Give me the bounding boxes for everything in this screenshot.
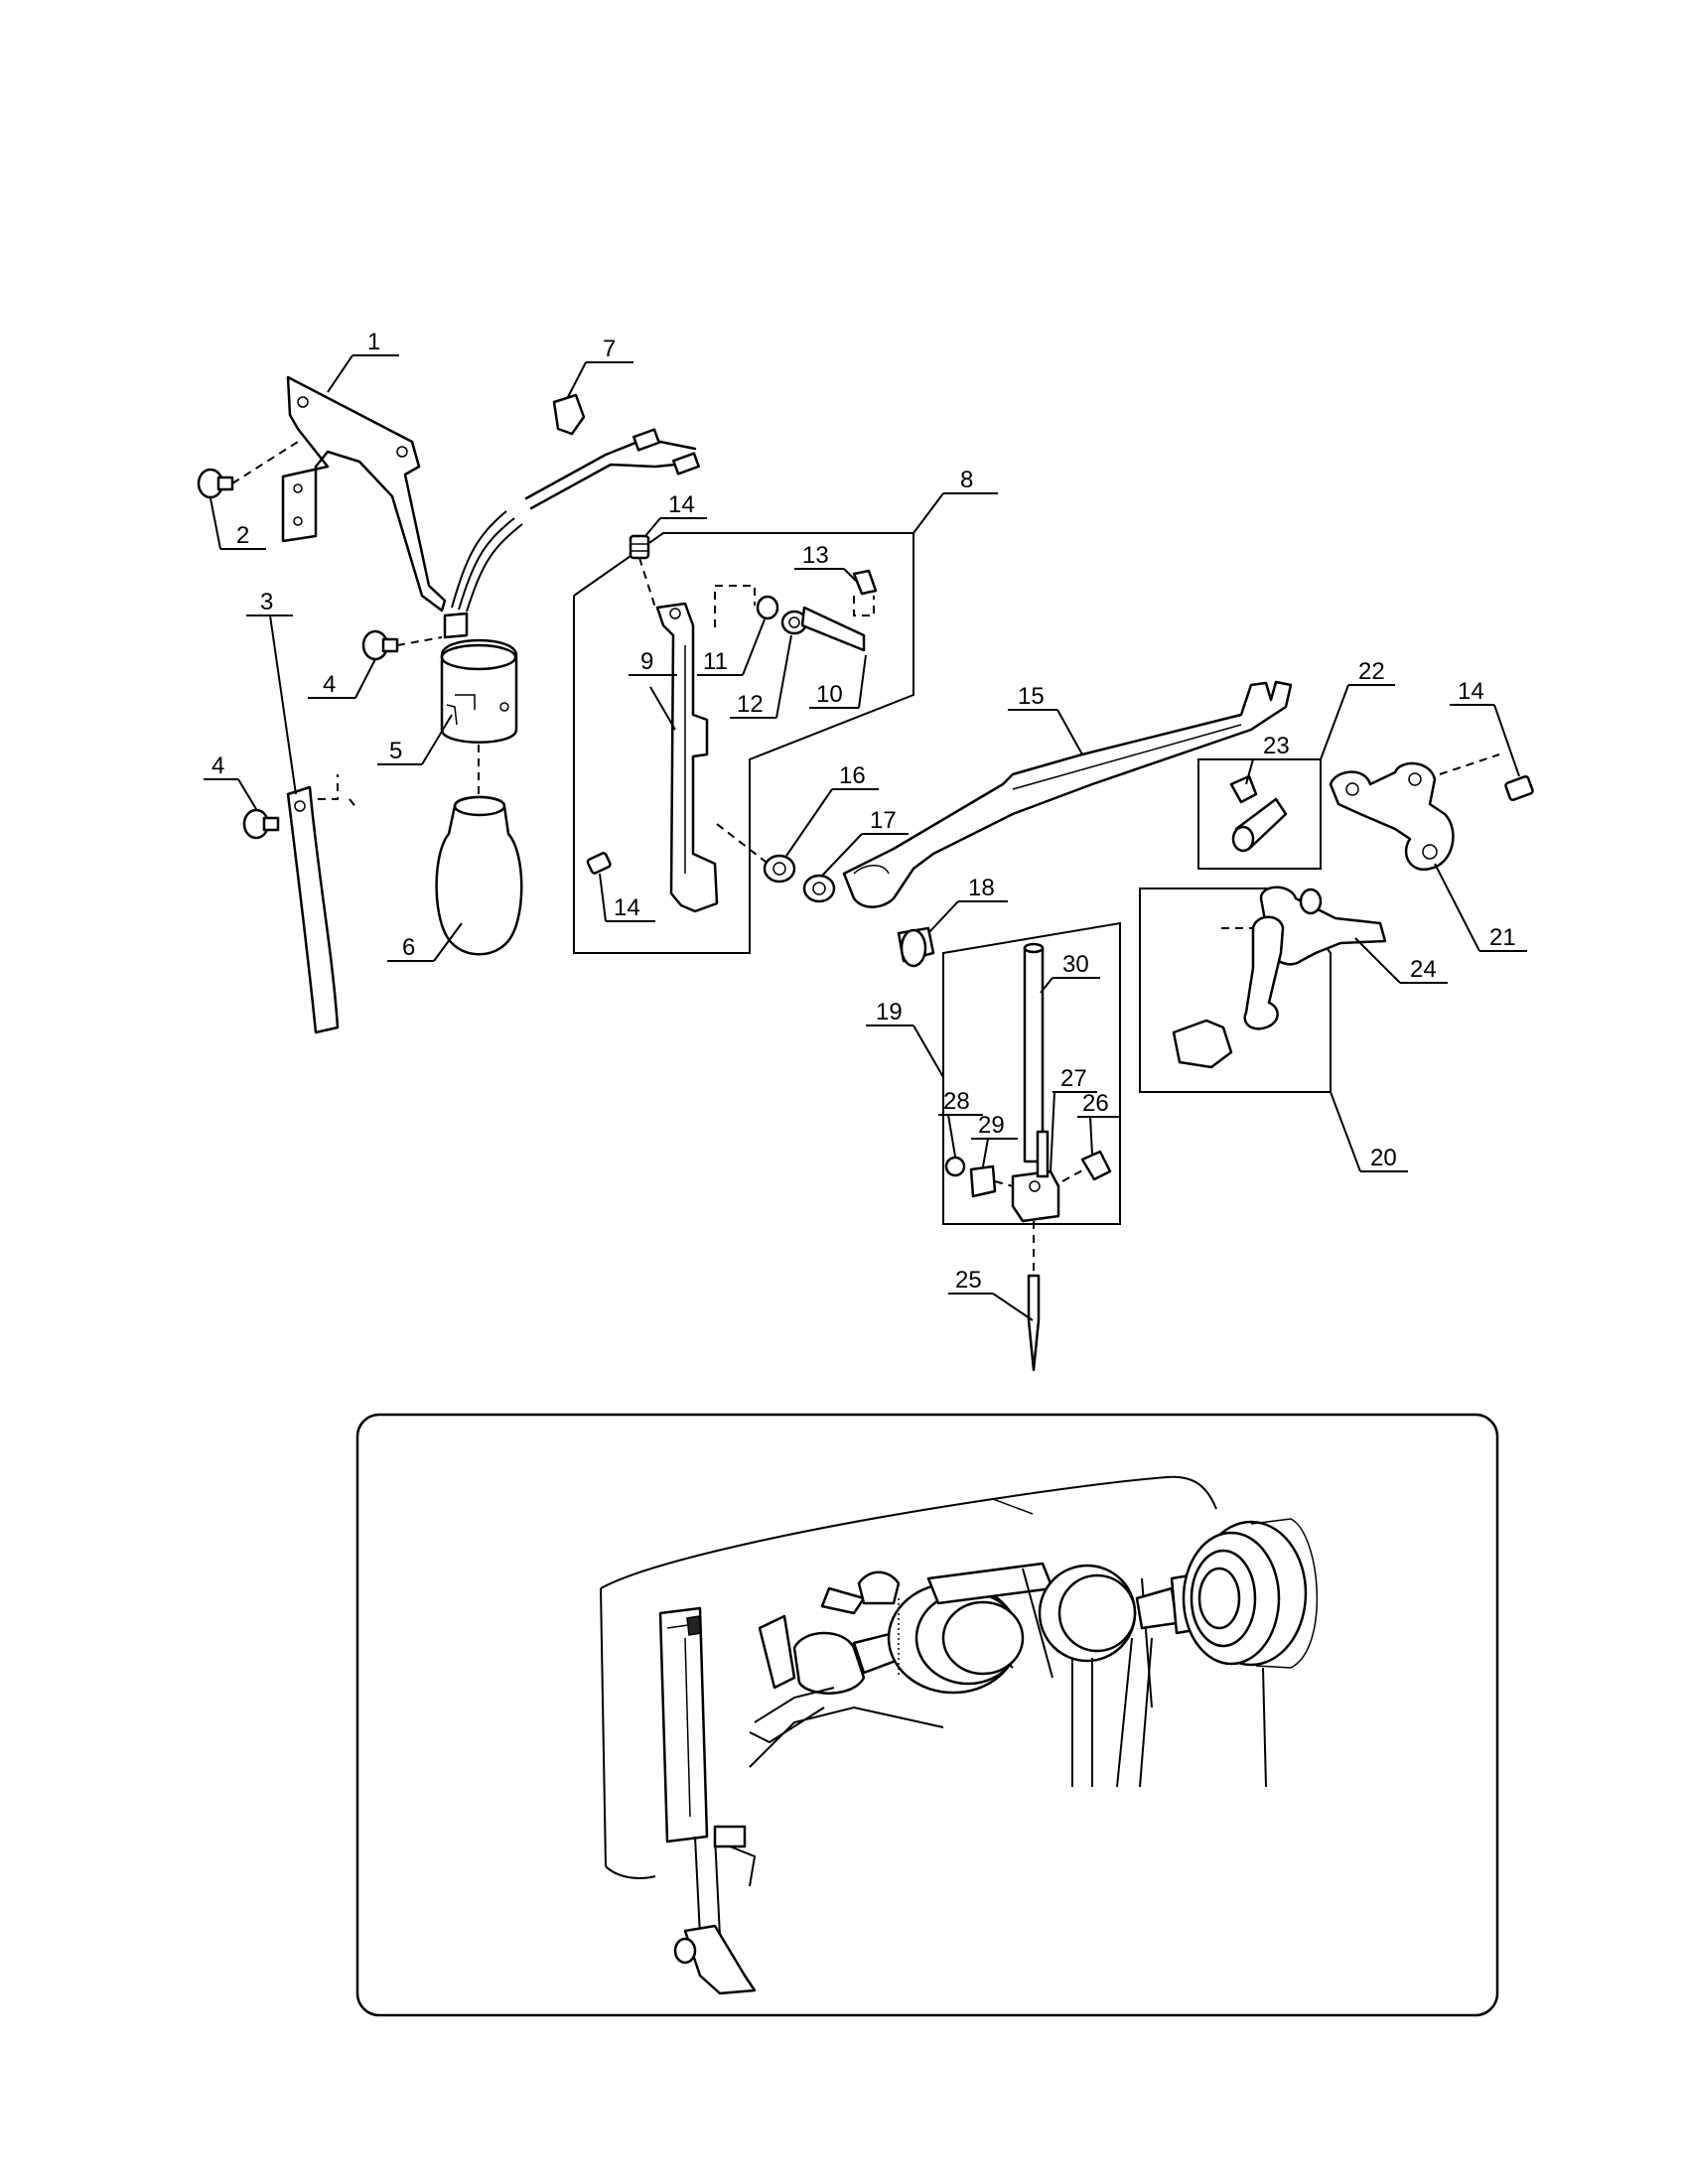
- callout-6: 6: [402, 934, 415, 961]
- callout-7: 7: [603, 336, 616, 362]
- part-25-needle: [1027, 1221, 1041, 1372]
- part-3-arm: [286, 774, 358, 1034]
- part-4-screw-upper: [361, 629, 443, 661]
- bulb-cord: [451, 510, 523, 613]
- callout-14c: 14: [1458, 678, 1484, 705]
- part-14-setscrew-upper: [629, 534, 656, 609]
- callout-5: 5: [389, 738, 402, 764]
- inset-panel: [355, 1413, 1499, 2017]
- callout-14b: 14: [614, 894, 640, 921]
- callout-3: 3: [260, 589, 273, 615]
- callout-30: 30: [1062, 951, 1089, 978]
- callout-23: 23: [1263, 733, 1290, 759]
- part-1-bracket: [281, 375, 447, 613]
- callout-15: 15: [1018, 683, 1045, 710]
- part-14-setscrew-lower: [586, 852, 612, 875]
- part-19-group-box: [942, 921, 1121, 1225]
- callout-18: 18: [968, 875, 995, 901]
- callout-2: 2: [236, 522, 249, 549]
- callout-19: 19: [876, 999, 903, 1025]
- part-5-lamp-socket: [440, 612, 518, 794]
- part-14-setscrew-right: [1504, 775, 1534, 801]
- part-4-screw-lower: [242, 808, 280, 840]
- callout-labels: 1 2 3 4 4 5 6 7 8 9 10 11 12 13 14 14 14…: [211, 329, 1516, 1294]
- part-7-wire-clip: [524, 393, 700, 510]
- callout-17: 17: [870, 807, 897, 834]
- callout-10: 10: [816, 681, 843, 708]
- part-21-crank: [1329, 753, 1500, 872]
- callout-1: 1: [367, 329, 380, 355]
- callout-4b: 4: [211, 752, 224, 779]
- part-15-lever: [842, 680, 1293, 908]
- part-8-group-box: [573, 532, 914, 954]
- inset-machine-head: [600, 1475, 1318, 1995]
- part-9-slide-bar: [655, 602, 719, 913]
- callout-13: 13: [802, 542, 829, 569]
- callout-12: 12: [737, 691, 764, 718]
- callout-25: 25: [955, 1267, 982, 1294]
- callout-27: 27: [1060, 1065, 1087, 1092]
- callout-4a: 4: [323, 671, 336, 698]
- callout-14a: 14: [668, 491, 695, 518]
- parts-16-18-washers: [716, 823, 935, 968]
- part-28-29-thread-guide: [944, 1156, 1014, 1198]
- part-2-screw: [197, 441, 299, 499]
- callout-16: 16: [839, 762, 866, 789]
- callout-28: 28: [943, 1088, 970, 1115]
- callout-22: 22: [1358, 658, 1385, 685]
- parts-10-13-pin-assembly: [714, 569, 878, 652]
- callout-21: 21: [1489, 924, 1516, 951]
- callout-9: 9: [640, 648, 653, 675]
- part-23-pin: [1229, 774, 1288, 853]
- callout-24: 24: [1410, 956, 1437, 983]
- callout-11: 11: [703, 648, 728, 675]
- callout-29: 29: [978, 1112, 1005, 1139]
- leaders: [204, 354, 1527, 1321]
- part-26-clamp-screw: [1061, 1150, 1112, 1182]
- callout-26: 26: [1082, 1090, 1109, 1117]
- part-6-bulb: [435, 795, 523, 956]
- part-30-needle-bar: [1023, 942, 1045, 1163]
- part-20-group-box: [1139, 887, 1332, 1093]
- callout-20: 20: [1370, 1145, 1397, 1171]
- part-24-connecting-rod: [1172, 886, 1387, 1069]
- callout-8: 8: [960, 467, 973, 493]
